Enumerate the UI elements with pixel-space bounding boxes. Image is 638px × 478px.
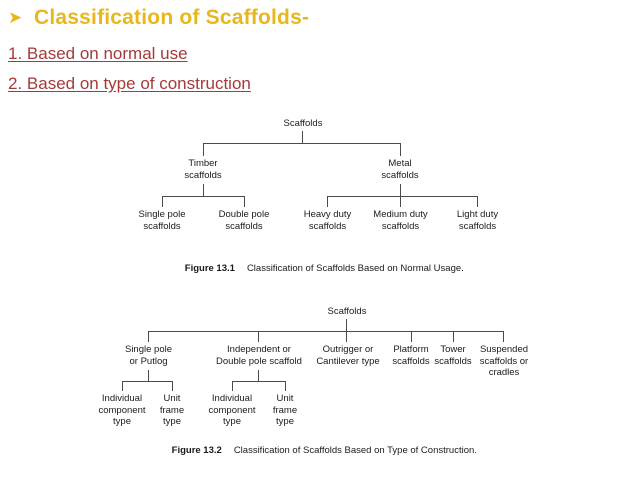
f1-node-heavy-duty: Heavy duty scaffolds	[303, 209, 352, 232]
f1-metal-child1-drop	[327, 196, 328, 207]
f1-timber-bar	[162, 196, 245, 197]
f2-node-individual-component-b: Individual component type	[208, 393, 256, 427]
f1-timber-child1-drop	[162, 196, 163, 207]
figure-1-caption: Figure 13.1 Classification of Scaffolds B…	[0, 252, 638, 285]
f2-subB-child1-drop	[232, 381, 233, 391]
f1-level1-bar	[203, 143, 401, 144]
f2-node-outrigger-cantilever: Outrigger or Cantilever type	[316, 344, 380, 367]
f2-branch1-drop	[148, 331, 149, 342]
f2-subB-bar	[232, 381, 286, 382]
f1-root-node: Scaffolds	[283, 118, 323, 129]
f2-subA-bar	[122, 381, 173, 382]
figure-2: Scaffolds Single pole or Putlog Independ…	[0, 298, 638, 468]
f2-branch2-drop	[258, 331, 259, 342]
figure-1-tree-diagram: Scaffolds Timber scaffolds Metal scaffol…	[0, 112, 638, 240]
f2-node-single-pole-putlog: Single pole or Putlog	[124, 344, 172, 367]
f2-subA-stem	[148, 370, 149, 381]
f1-metal-bar	[327, 196, 478, 197]
f1-metal-child3-drop	[477, 196, 478, 207]
f1-node-double-pole: Double pole scaffolds	[218, 209, 270, 232]
f2-node-unit-frame-b: Unit frame type	[272, 393, 298, 427]
f2-branch6-drop	[503, 331, 504, 342]
f1-branch-metal-drop	[400, 143, 401, 156]
f2-node-platform: Platform scaffolds	[392, 344, 430, 367]
f2-subA-child1-drop	[122, 381, 123, 391]
f1-metal-stem	[400, 184, 401, 196]
f1-node-metal: Metal scaffolds	[381, 158, 419, 181]
figure-1: Scaffolds Timber scaffolds Metal scaffol…	[0, 112, 638, 274]
slide-heading: ➤ Classification of Scaffolds-	[8, 6, 309, 30]
f1-node-light-duty: Light duty scaffolds	[456, 209, 499, 232]
f2-branch3-drop	[346, 331, 347, 342]
f1-node-single-pole: Single pole scaffolds	[138, 209, 186, 232]
figure-2-caption-label: Figure 13.2	[171, 445, 222, 456]
f2-node-suspended: Suspended scaffolds or cradles	[479, 344, 529, 378]
list-item-1: 1. Based on normal use	[8, 44, 188, 63]
f1-timber-child2-drop	[244, 196, 245, 207]
f2-node-individual-component-a: Individual component type	[98, 393, 146, 427]
list-item-2: 2. Based on type of construction	[8, 74, 251, 93]
f1-metal-child2-drop	[400, 196, 401, 207]
f1-node-timber: Timber scaffolds	[184, 158, 222, 181]
f2-node-tower: Tower scaffolds	[434, 344, 472, 367]
f1-node-medium-duty: Medium duty scaffolds	[373, 209, 428, 232]
figure-2-caption: Figure 13.2 Classification of Scaffolds B…	[0, 434, 638, 467]
figure-2-tree-diagram: Scaffolds Single pole or Putlog Independ…	[0, 298, 638, 427]
figure-2-caption-text: Classification of Scaffolds Based on Typ…	[233, 445, 477, 456]
f1-branch-timber-drop	[203, 143, 204, 156]
f2-subA-child2-drop	[172, 381, 173, 391]
f2-subB-stem	[258, 370, 259, 381]
f2-subB-child2-drop	[285, 381, 286, 391]
f1-timber-stem	[203, 184, 204, 196]
f2-root-stem	[346, 319, 347, 331]
f2-branch5-drop	[453, 331, 454, 342]
f2-node-unit-frame-a: Unit frame type	[159, 393, 185, 427]
arrow-bullet-icon: ➤	[8, 8, 23, 28]
f2-branch4-drop	[411, 331, 412, 342]
f2-level1-bar	[148, 331, 504, 332]
f1-root-stem	[302, 131, 303, 143]
figure-1-caption-label: Figure 13.1	[184, 263, 235, 274]
f2-node-independent-double-pole: Independent or Double pole scaffold	[216, 344, 302, 367]
f2-root-node: Scaffolds	[327, 306, 367, 317]
figure-1-caption-text: Classification of Scaffolds Based on Nor…	[246, 263, 464, 274]
page-title: Classification of Scaffolds-	[34, 6, 310, 29]
